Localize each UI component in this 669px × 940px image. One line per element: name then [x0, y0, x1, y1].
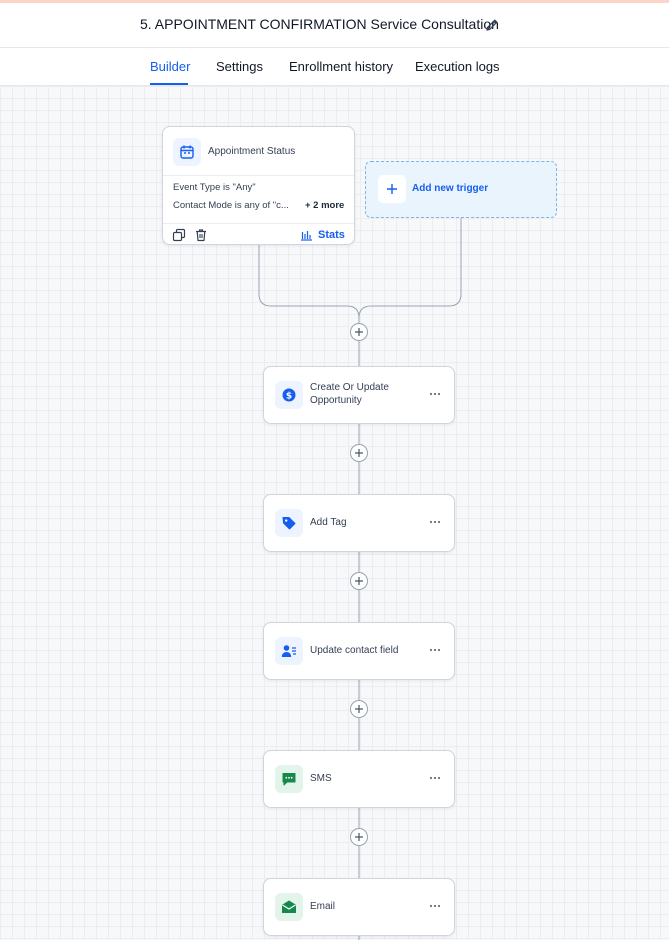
more-options-icon[interactable] — [428, 387, 442, 401]
plus-icon — [355, 328, 363, 336]
dollar-icon: $ — [275, 381, 303, 409]
add-step-button[interactable] — [350, 700, 368, 718]
contact-field-icon — [275, 637, 303, 665]
trigger-filter-contact-mode: Contact Mode is any of "c... — [173, 200, 289, 211]
copy-icon[interactable] — [172, 228, 186, 242]
email-icon — [275, 893, 303, 921]
workflow-title: 5. APPOINTMENT CONFIRMATION Service Cons… — [140, 16, 499, 32]
bar-chart-icon — [301, 231, 312, 241]
plus-icon — [355, 833, 363, 841]
workflow-canvas[interactable]: Appointment Status Event Type is "Any" C… — [0, 86, 669, 940]
trigger-header: Appointment Status — [163, 127, 354, 176]
pencil-icon[interactable] — [484, 17, 500, 33]
stats-button[interactable]: Stats — [300, 227, 345, 243]
add-new-trigger-button[interactable]: Add new trigger — [365, 161, 557, 218]
connector-lines — [258, 218, 462, 940]
action-label: SMS — [310, 773, 332, 784]
plus-icon — [355, 577, 363, 585]
svg-text:$: $ — [286, 391, 292, 401]
workflow-title-bar: 5. APPOINTMENT CONFIRMATION Service Cons… — [0, 3, 669, 48]
tag-icon — [275, 509, 303, 537]
trigger-filter-event-type: Event Type is "Any" — [173, 182, 256, 193]
more-options-icon[interactable] — [428, 899, 442, 913]
action-label: Update contact field — [310, 645, 399, 656]
active-tab-indicator — [150, 83, 188, 85]
action-label: Add Tag — [310, 517, 347, 528]
add-step-button[interactable] — [350, 828, 368, 846]
action-card-update-contact-field[interactable]: Update contact field — [263, 622, 455, 680]
action-card-add-tag[interactable]: Add Tag — [263, 494, 455, 552]
plus-icon — [355, 705, 363, 713]
trigger-footer: Stats — [163, 223, 354, 246]
plus-icon — [378, 175, 406, 203]
stats-label: Stats — [318, 229, 345, 241]
more-options-icon[interactable] — [428, 643, 442, 657]
tabs-bar: Builder Settings Enrollment history Exec… — [0, 48, 669, 86]
tab-builder[interactable]: Builder — [150, 59, 191, 74]
action-label: Email — [310, 901, 336, 912]
trigger-name: Appointment Status — [208, 146, 296, 157]
more-filters-link[interactable]: + 2 more — [305, 200, 345, 211]
action-card-sms[interactable]: SMS — [263, 750, 455, 808]
more-options-icon[interactable] — [428, 515, 442, 529]
tab-settings[interactable]: Settings — [216, 59, 263, 74]
tab-execution-logs[interactable]: Execution logs — [415, 59, 500, 74]
add-step-button[interactable] — [350, 572, 368, 590]
action-label: Create Or Update Opportunity — [310, 382, 389, 406]
calendar-icon — [173, 138, 201, 166]
action-card-email[interactable]: Email — [263, 878, 455, 936]
more-options-icon[interactable] — [428, 771, 442, 785]
plus-icon — [355, 449, 363, 457]
add-step-button[interactable] — [350, 444, 368, 462]
trash-icon[interactable] — [194, 228, 208, 242]
sms-icon — [275, 765, 303, 793]
tab-enrollment-history[interactable]: Enrollment history — [289, 59, 394, 74]
add-new-trigger-label: Add new trigger — [412, 183, 489, 194]
trigger-card-appointment-status[interactable]: Appointment Status Event Type is "Any" C… — [162, 126, 355, 245]
add-step-button[interactable] — [350, 323, 368, 341]
top-accent-bar — [0, 0, 669, 3]
action-card-create-or-update-opportunity[interactable]: $ Create Or Update Opportunity — [263, 366, 455, 424]
